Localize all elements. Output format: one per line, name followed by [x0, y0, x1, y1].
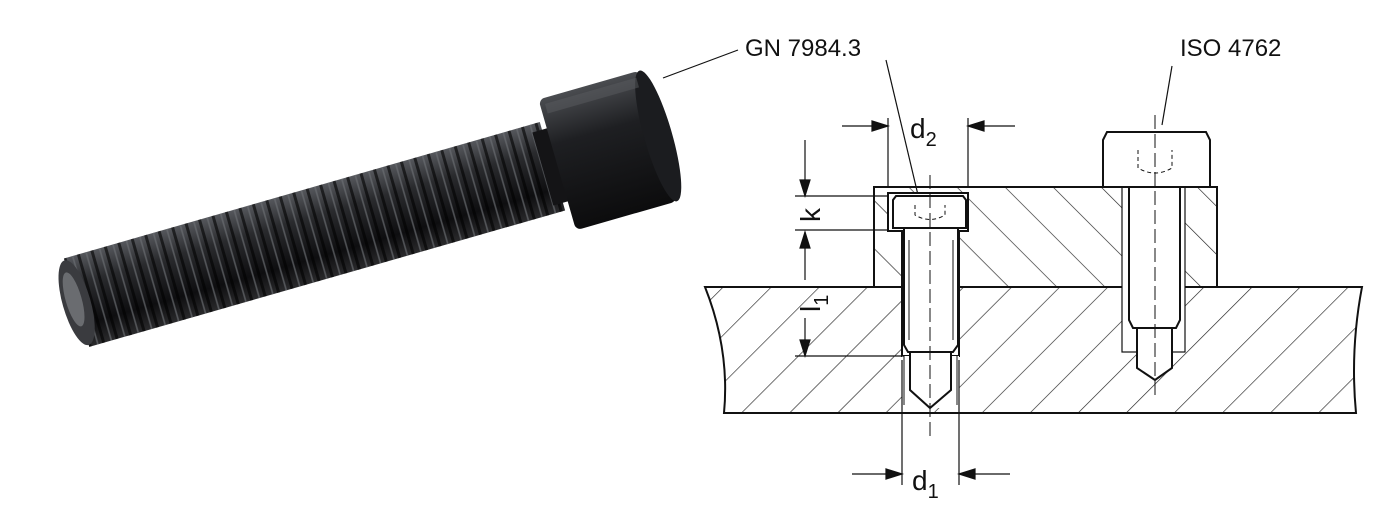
l1-label: l1	[795, 295, 833, 312]
leader-product	[662, 49, 739, 79]
product-label: GN 7984.3	[745, 35, 861, 62]
base-plate	[703, 286, 1364, 414]
dimensions	[795, 118, 1015, 485]
leader-product-drawing	[885, 59, 919, 196]
d1-label: d1	[912, 465, 939, 503]
screw-photo	[58, 70, 682, 347]
d2-label: d2	[910, 113, 937, 151]
standard-label: ISO 4762	[1180, 35, 1281, 62]
section-drawing	[703, 115, 1364, 440]
iso-screw-drawing	[1102, 115, 1211, 400]
k-label: k	[795, 207, 826, 222]
gn-screw-drawing	[892, 175, 967, 440]
leader-standard	[1161, 65, 1173, 126]
